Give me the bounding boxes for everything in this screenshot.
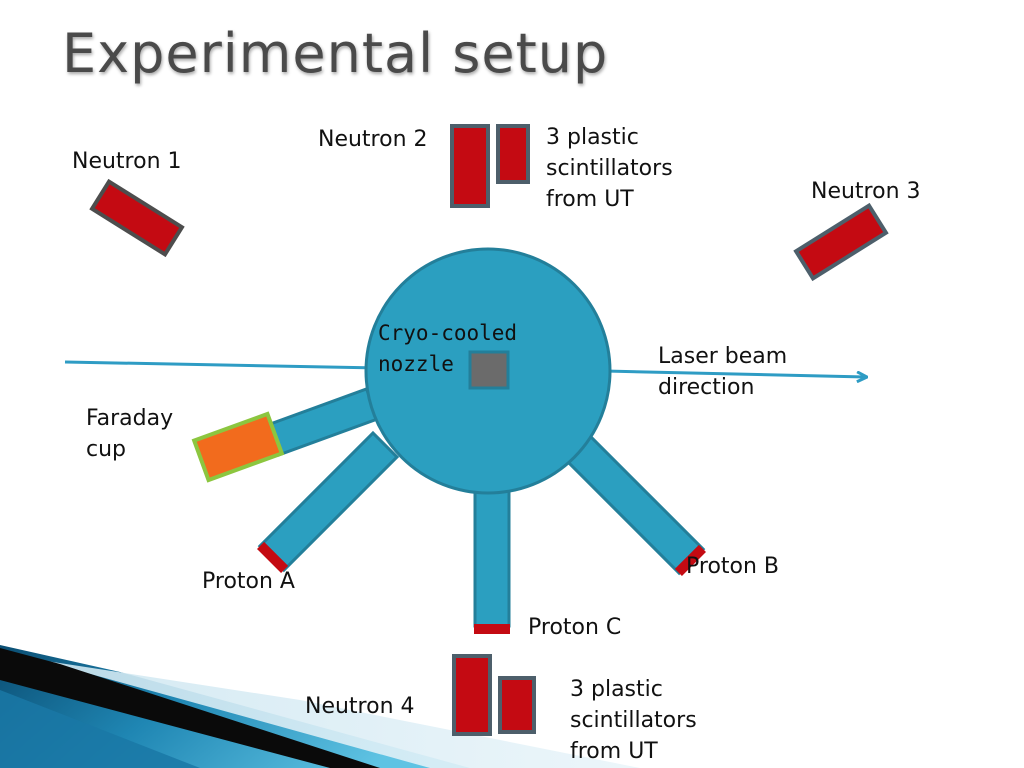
scintillators-bottom-line-2: scintillators	[570, 708, 697, 733]
proton-c-label: Proton C	[528, 615, 622, 640]
faraday-line-2: cup	[86, 437, 127, 462]
neutron-4-label: Neutron 4	[305, 694, 415, 719]
neutron-1-label: Neutron 1	[72, 149, 182, 174]
scintillators-top-line-3: from UT	[546, 187, 634, 212]
neutron-2-detector-small	[496, 124, 530, 184]
faraday-line-1: Faraday	[86, 406, 174, 431]
neutron-3-detector	[793, 202, 889, 282]
laser-beam-arrow	[604, 369, 866, 377]
nozzle-line-1: Cryo-cooled	[378, 321, 518, 345]
proton-a-label: Proton A	[202, 569, 295, 594]
corner-decoration	[0, 645, 640, 768]
scintillators-bottom-line-1: 3 plastic	[570, 677, 663, 702]
scintillators-bottom-label: 3 plastic scintillators from UT	[570, 674, 697, 767]
neutron-4-detector-large	[452, 654, 492, 736]
laser-line-2: direction	[658, 375, 755, 400]
proton-c-arm	[473, 486, 511, 634]
neutron-2-label: Neutron 2	[318, 127, 428, 152]
laser-beam-line	[64, 360, 381, 370]
neutron-2-detector-large	[450, 124, 490, 208]
scintillators-top-line-2: scintillators	[546, 156, 673, 181]
proton-b-label: Proton B	[686, 554, 780, 579]
slide-title: Experimental setup	[62, 22, 609, 85]
scintillators-top-line-1: 3 plastic	[546, 125, 639, 150]
nozzle-line-2: nozzle	[378, 352, 454, 376]
neutron-4-detector-small	[498, 676, 536, 734]
laser-label: Laser beam direction	[658, 341, 787, 403]
proton-b-arm	[563, 433, 706, 576]
nozzle-label: Cryo-cooled nozzle	[378, 318, 517, 380]
faraday-cup	[191, 411, 285, 483]
neutron-3-label: Neutron 3	[811, 179, 921, 204]
cryo-nozzle	[468, 350, 510, 390]
scintillators-top-label: 3 plastic scintillators from UT	[546, 122, 673, 215]
proton-a-arm	[257, 430, 400, 573]
neutron-1-detector	[89, 178, 185, 258]
faraday-label: Faraday cup	[86, 403, 173, 465]
scintillators-bottom-line-3: from UT	[570, 739, 658, 764]
laser-line-1: Laser beam	[658, 344, 788, 369]
